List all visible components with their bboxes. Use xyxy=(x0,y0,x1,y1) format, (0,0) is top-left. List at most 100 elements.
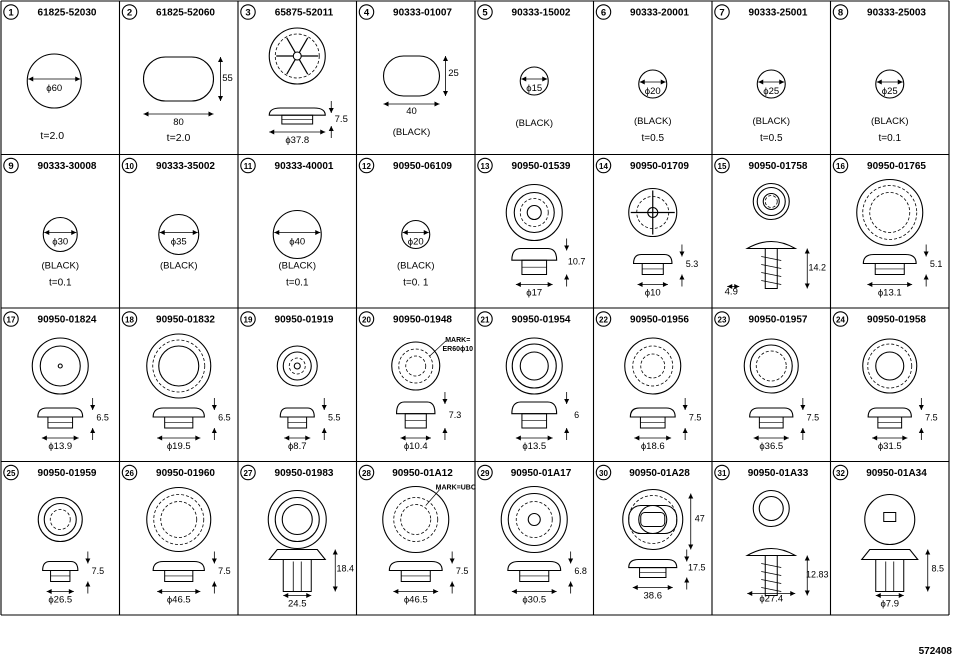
arrowhead xyxy=(564,245,570,251)
part-index: 21 xyxy=(481,315,490,324)
part-index: 13 xyxy=(481,162,490,171)
arrowhead xyxy=(564,428,570,433)
arrowhead xyxy=(269,129,275,135)
outline-circle xyxy=(268,27,326,85)
clip-head xyxy=(745,547,798,557)
arrowhead xyxy=(449,558,455,564)
arrowhead xyxy=(898,593,904,598)
arrowhead xyxy=(274,230,280,235)
diameter-label: ϕ37.8 xyxy=(285,135,309,146)
part-index: 6 xyxy=(601,7,606,18)
arrowhead xyxy=(443,91,448,96)
thickness-label: t=2.0 xyxy=(167,132,191,144)
side-profile xyxy=(749,407,794,418)
arrowhead xyxy=(867,282,873,287)
arrowhead xyxy=(90,405,96,410)
outline-circle xyxy=(500,485,568,554)
side-profile xyxy=(511,401,558,415)
height-label: 5.5 xyxy=(328,412,341,422)
arrowhead xyxy=(449,581,455,587)
color-label: (BLACK) xyxy=(634,116,671,127)
part-index: 15 xyxy=(718,162,727,171)
bottom-label: ϕ27.4 xyxy=(759,594,783,605)
arrowhead xyxy=(157,589,163,594)
side-profile xyxy=(152,560,205,572)
part-number: 90950-01758 xyxy=(749,161,808,172)
diameter-label: 24.5 xyxy=(288,599,307,610)
outline-circle xyxy=(274,33,320,79)
height-label: 7.5 xyxy=(689,412,702,422)
outline-circle xyxy=(505,183,563,242)
arrowhead xyxy=(779,79,785,85)
arrowhead xyxy=(433,589,439,594)
arrowhead xyxy=(666,435,672,441)
outline-circle xyxy=(511,343,557,389)
part-index: 29 xyxy=(481,469,490,478)
arrowhead xyxy=(159,230,165,235)
index-badge xyxy=(3,4,19,20)
arrowhead xyxy=(321,428,327,433)
arrowhead xyxy=(90,428,96,433)
part-index: 10 xyxy=(125,162,134,171)
arrowhead xyxy=(28,76,34,82)
part-index: 4 xyxy=(364,7,370,18)
outline-circle xyxy=(282,351,312,381)
color-label: (BLACK) xyxy=(516,118,553,129)
part-number: 90950-01919 xyxy=(275,315,334,326)
diameter-label: ϕ25 xyxy=(882,86,898,97)
height-label: 8.5 xyxy=(931,564,944,574)
part-number: 90950-01954 xyxy=(512,315,571,326)
part-index: 3 xyxy=(245,7,250,18)
part-number: 90950-01A17 xyxy=(511,468,572,479)
index-badge xyxy=(595,311,612,327)
cap-body xyxy=(282,559,312,592)
arrowhead xyxy=(157,435,163,441)
part-index: 2 xyxy=(127,7,132,18)
oval-plug xyxy=(382,55,441,97)
outline-circle xyxy=(267,489,327,550)
outline-circle xyxy=(519,198,549,227)
arrowhead xyxy=(637,282,643,287)
height-label: 6.5 xyxy=(218,412,231,422)
spoke xyxy=(298,59,309,75)
part-index: 27 xyxy=(244,469,253,478)
diameter-label: ϕ13.5 xyxy=(522,441,546,452)
arrowhead xyxy=(547,282,553,287)
arrowhead xyxy=(443,56,448,61)
clip-barb xyxy=(761,280,782,285)
index-badge xyxy=(358,157,375,174)
clip-barb xyxy=(761,563,782,568)
arrowhead xyxy=(804,590,810,596)
arrowhead xyxy=(660,79,666,85)
height-label: 6.8 xyxy=(574,566,587,576)
diameter-label: ϕ20 xyxy=(645,86,661,97)
profile-body xyxy=(639,416,666,429)
bottom-label: 4.9 xyxy=(725,287,738,298)
side-profile xyxy=(42,560,79,572)
outline-circle xyxy=(57,363,63,369)
side-profile xyxy=(37,407,84,418)
outline-circle xyxy=(152,339,206,393)
outline-circle xyxy=(146,333,212,399)
part-number: 90333-25001 xyxy=(749,8,808,19)
part-number: 90333-15002 xyxy=(512,8,571,19)
diameter-label: ϕ31.5 xyxy=(878,441,902,452)
diameter-label: 38.6 xyxy=(644,591,663,602)
outline-circle xyxy=(146,486,212,553)
hole-plug-circle xyxy=(519,66,549,96)
height-label: 7.3 xyxy=(449,410,462,420)
outline-circle xyxy=(622,488,684,551)
arrowhead xyxy=(211,581,217,587)
cap-body xyxy=(875,559,905,592)
part-number: 90950-01958 xyxy=(867,315,926,326)
